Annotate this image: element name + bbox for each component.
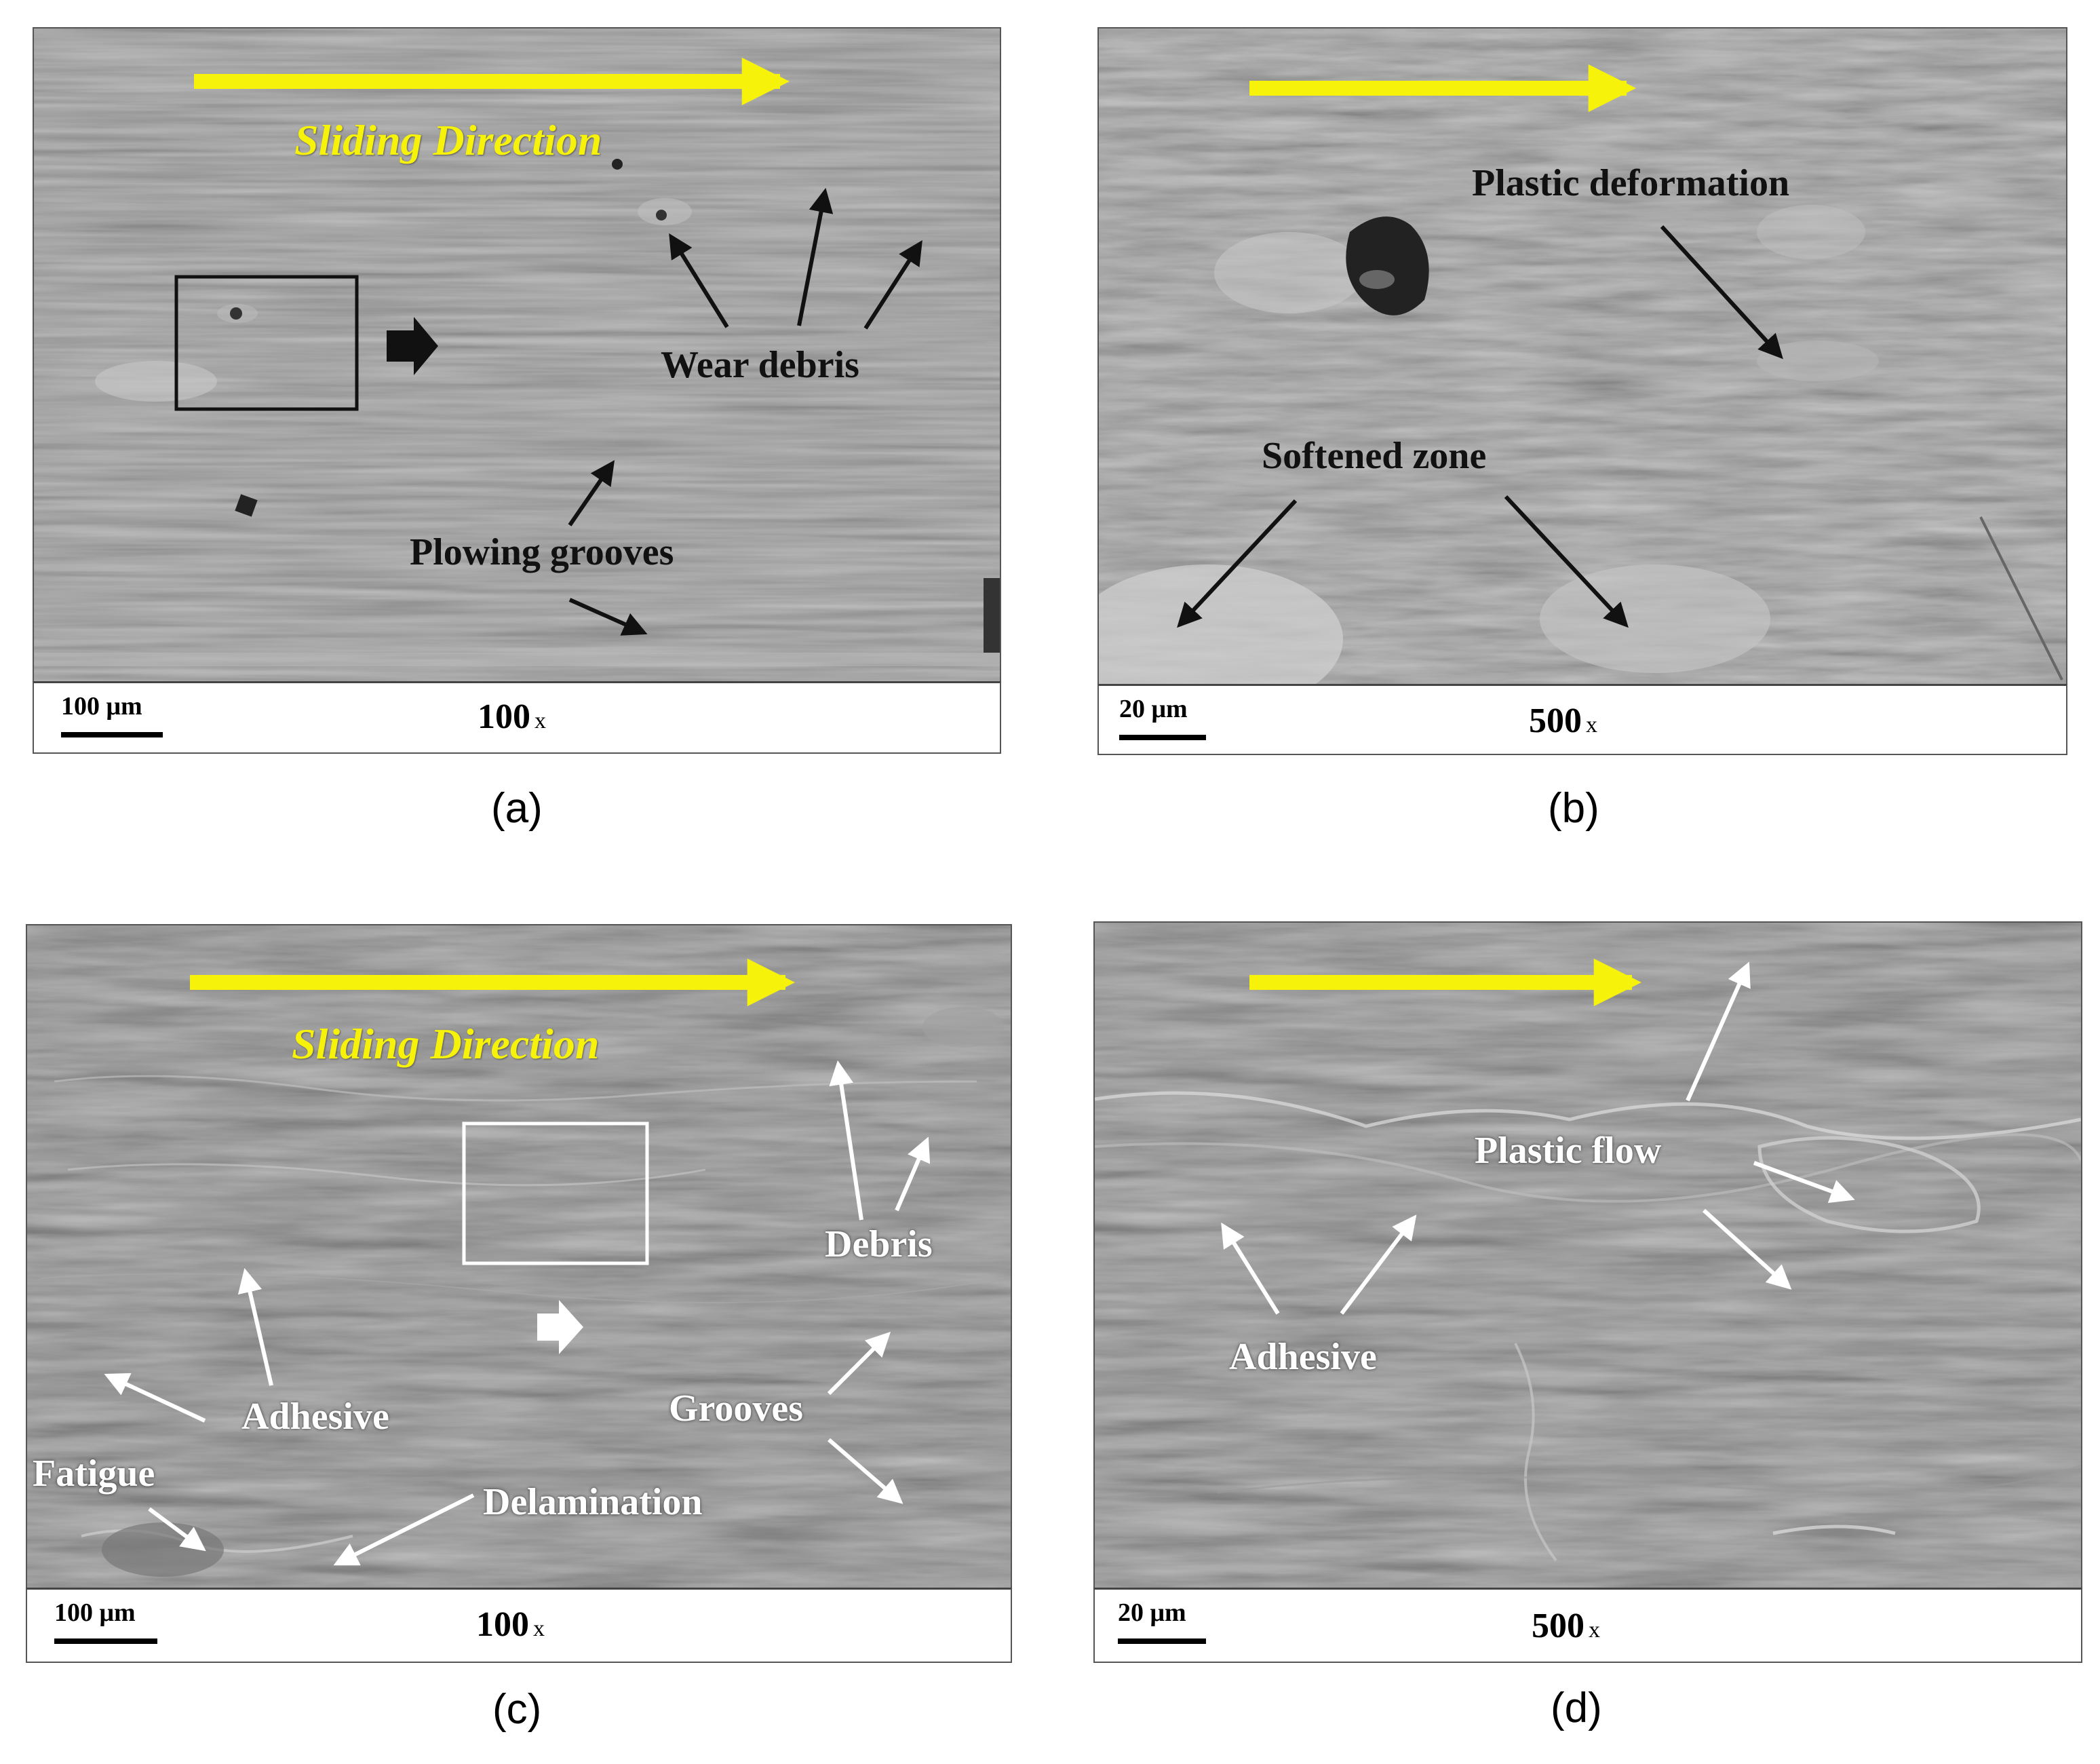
plastic-flow-arrow [1702, 1208, 1792, 1290]
debris-arrow [895, 1136, 931, 1212]
zoom-region-box [462, 1121, 649, 1265]
softened-zone-arrow [1504, 495, 1629, 628]
sem-micrograph-b: Plastic deformation Softened zone [1097, 27, 2067, 687]
sliding-direction-label: Sliding Direction [294, 116, 602, 164]
panel-a: Sliding Direction Wear debris Plowing gr… [33, 27, 1001, 835]
plowing-grooves-arrow [568, 460, 615, 526]
grooves-arrow [828, 1438, 903, 1504]
sem-micrograph-d: Plastic flow Adhesive [1093, 921, 2082, 1590]
annotations-b [1177, 64, 1783, 628]
grooves-arrow [827, 1331, 891, 1396]
adhesive-label: Adhesive [1229, 1336, 1377, 1378]
scale-bar [1119, 735, 1206, 740]
panel-caption-c: (c) [492, 1686, 542, 1733]
scale-bar-label: 20 μm [1119, 695, 1188, 723]
scale-bar-label: 20 μm [1118, 1598, 1186, 1627]
sem-micrograph-a: Sliding Direction Wear debris Plowing gr… [33, 27, 1001, 684]
adhesive-arrow [1221, 1222, 1280, 1315]
wear-debris-label: Wear debris [661, 344, 859, 386]
softened-zone-label: Softened zone [1262, 435, 1487, 477]
zoom-pointer-arrow [387, 317, 438, 375]
sem-micrograph-c: Sliding Direction Debris Grooves Adhesiv… [26, 924, 1012, 1590]
sem-texture-c [27, 925, 1011, 1589]
plastic-deformation-label: Plastic deformation [1472, 162, 1790, 204]
annotations-d [1221, 958, 1855, 1315]
annotations-a [174, 57, 922, 636]
adhesive-label: Adhesive [241, 1396, 389, 1438]
panel-c: Sliding Direction Debris Grooves Adhesiv… [26, 924, 1012, 1745]
plowing-grooves-label: Plowing grooves [410, 531, 674, 573]
scale-bar-label: 100 μm [61, 692, 142, 721]
softened-zone-arrow [1177, 499, 1298, 628]
wear-debris-arrow [863, 239, 922, 330]
fatigue-label: Fatigue [33, 1453, 155, 1495]
wear-debris-arrow [797, 187, 834, 326]
panel-caption-d: (d) [1551, 1685, 1602, 1731]
plowing-grooves-arrow [568, 598, 648, 636]
adhesive-arrow [1340, 1214, 1417, 1315]
panel-caption-b: (b) [1548, 785, 1599, 832]
sliding-direction-label: Sliding Direction [292, 1020, 600, 1068]
plastic-flow-label: Plastic flow [1475, 1130, 1662, 1172]
annotations-c [104, 958, 931, 1566]
delamination-arrow [333, 1493, 475, 1566]
zoom-pointer-arrow [537, 1300, 583, 1354]
scale-bar [61, 732, 163, 737]
sem-texture-d [1095, 923, 2081, 1589]
debris-label: Debris [825, 1223, 933, 1265]
fatigue-arrow [148, 1507, 206, 1552]
scale-bar [54, 1638, 157, 1644]
grooves-label: Grooves [669, 1387, 804, 1430]
debris-arrow [829, 1060, 863, 1221]
sem-texture-a [34, 28, 1000, 683]
scale-bar-label: 100 μm [54, 1598, 136, 1627]
plastic-deformation-arrow [1660, 225, 1783, 360]
plastic-flow-arrow [1686, 961, 1751, 1102]
scale-bar [1118, 1638, 1206, 1644]
delamination-label: Delamination [483, 1481, 703, 1523]
wear-debris-arrow [669, 233, 729, 328]
adhesive-arrow [237, 1267, 273, 1386]
adhesive-arrow [104, 1373, 206, 1423]
sem-texture-b [1099, 28, 2066, 685]
plastic-flow-arrow [1753, 1161, 1855, 1203]
panel-b: Plastic deformation Softened zone 20 μm … [1097, 27, 2067, 835]
zoom-region-box [174, 275, 359, 411]
panel-caption-a: (a) [491, 785, 543, 832]
